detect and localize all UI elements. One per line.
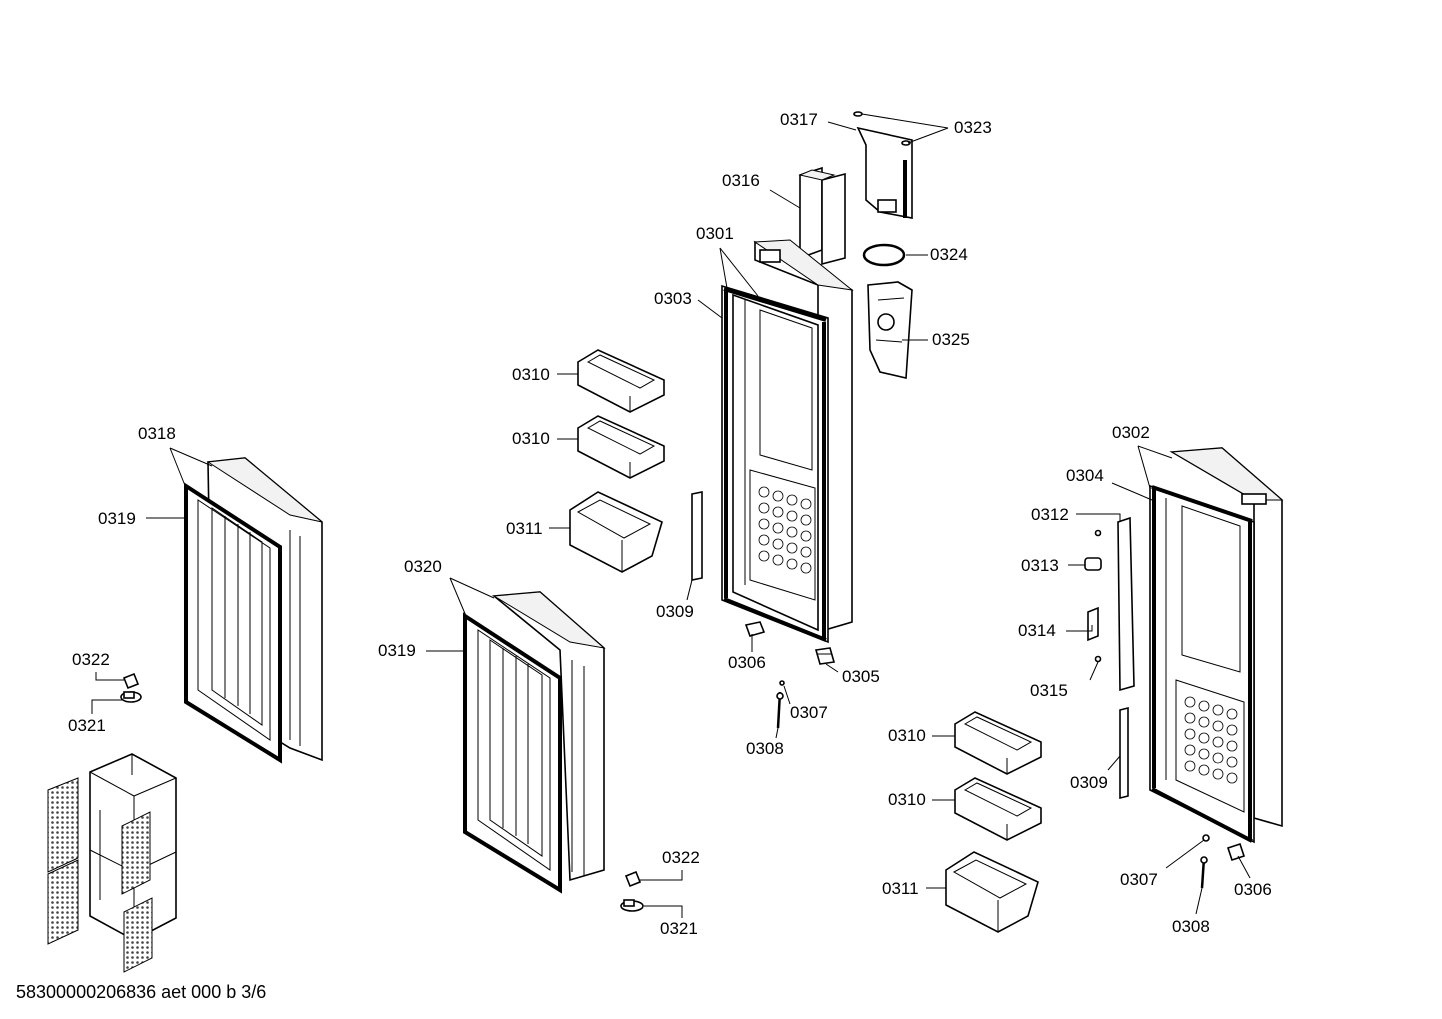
part-label-0311[interactable]: 0311	[506, 519, 543, 538]
part-label-0309[interactable]: 0309	[656, 602, 694, 621]
seal-ring-part	[862, 243, 906, 267]
door-shelf-part	[954, 777, 1042, 841]
door-shelf-part	[577, 415, 665, 479]
small-fittings-left	[120, 672, 142, 703]
part-label-0313[interactable]: 0313	[1021, 556, 1059, 575]
door-shelf-part	[954, 711, 1042, 775]
part-label-0303[interactable]: 0303	[654, 289, 692, 308]
leader-lines	[91, 113, 1251, 918]
small-fittings-right	[1084, 529, 1102, 663]
right-door-assembly	[1149, 447, 1284, 844]
part-label-0320[interactable]: 0320	[404, 557, 442, 576]
hinge-cover-part	[853, 111, 913, 219]
part-label-0321[interactable]: 0321	[660, 919, 698, 938]
left-freezer-door	[184, 457, 323, 764]
right-door-vent-holes	[1184, 696, 1238, 784]
dispenser-strip-part	[1117, 516, 1135, 692]
part-label-0316[interactable]: 0316	[722, 171, 760, 190]
part-label-0319[interactable]: 0319	[378, 641, 416, 660]
part-label-0317[interactable]: 0317	[780, 110, 818, 129]
center-door-assembly	[721, 239, 854, 644]
part-label-0323[interactable]: 0323	[954, 118, 992, 137]
part-label-0322[interactable]: 0322	[662, 848, 700, 867]
small-fittings-center	[744, 621, 836, 729]
part-label-0324[interactable]: 0324	[930, 245, 968, 264]
part-label-0307[interactable]: 0307	[790, 703, 828, 722]
freezer-door-lower	[463, 591, 606, 894]
part-label-0305[interactable]: 0305	[842, 667, 880, 686]
part-label-0309[interactable]: 0309	[1070, 773, 1108, 792]
part-label-0306[interactable]: 0306	[1234, 880, 1272, 899]
bottle-shelf-part	[569, 491, 663, 573]
part-label-0319[interactable]: 0319	[98, 509, 136, 528]
hinge-bracket-part	[867, 281, 913, 379]
part-label-0318[interactable]: 0318	[138, 424, 176, 443]
part-label-0325[interactable]: 0325	[932, 330, 970, 349]
part-label-0310[interactable]: 0310	[512, 429, 550, 448]
part-label-0314[interactable]: 0314	[1018, 621, 1056, 640]
trim-strip-part	[1119, 706, 1129, 800]
part-label-0308[interactable]: 0308	[1172, 917, 1210, 936]
part-label-0301[interactable]: 0301	[696, 224, 734, 243]
small-fittings-right-bottom	[1200, 834, 1246, 889]
door-shelf-part	[577, 349, 665, 413]
part-label-0302[interactable]: 0302	[1112, 423, 1150, 442]
part-label-0321[interactable]: 0321	[68, 716, 106, 735]
part-label-0307[interactable]: 0307	[1120, 870, 1158, 889]
part-label-0304[interactable]: 0304	[1066, 466, 1104, 485]
part-label-0315[interactable]: 0315	[1030, 681, 1068, 700]
part-label-0312[interactable]: 0312	[1031, 505, 1069, 524]
part-label-0306[interactable]: 0306	[728, 653, 766, 672]
part-label-0311[interactable]: 0311	[882, 879, 919, 898]
part-label-0308[interactable]: 0308	[746, 739, 784, 758]
door-vent-holes	[758, 486, 812, 574]
fridge-overview-icon	[47, 753, 177, 973]
handle-cover-part	[798, 166, 846, 266]
trim-strip-part	[691, 491, 703, 581]
part-label-0322[interactable]: 0322	[72, 650, 110, 669]
part-label-0310[interactable]: 0310	[888, 790, 926, 809]
small-fittings-lower	[620, 870, 644, 912]
part-label-0310[interactable]: 0310	[888, 726, 926, 745]
document-reference-footer: 58300000206836 aet 000 b 3/6	[16, 982, 267, 1002]
part-label-0310[interactable]: 0310	[512, 365, 550, 384]
bottle-shelf-part	[945, 851, 1039, 933]
